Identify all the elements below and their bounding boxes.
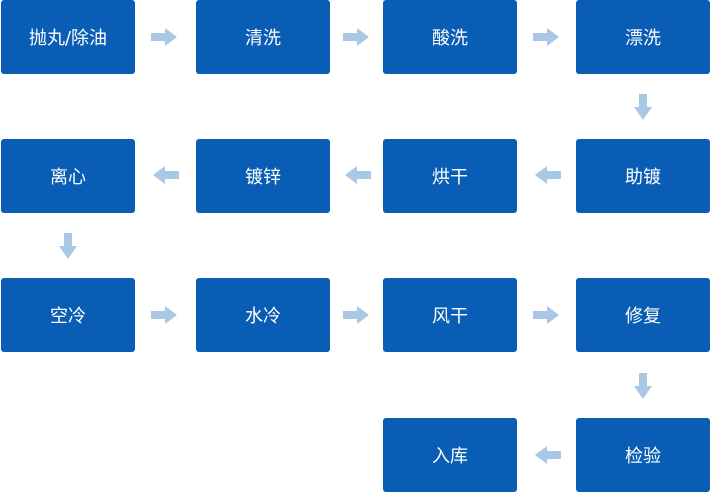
step-repair: 修复 bbox=[576, 278, 710, 352]
arrow-right-icon bbox=[151, 28, 177, 46]
step-label: 空冷 bbox=[50, 306, 86, 327]
step-cleaning: 清洗 bbox=[196, 0, 330, 74]
step-air-drying: 风干 bbox=[383, 278, 517, 352]
step-label: 镀锌 bbox=[245, 167, 281, 188]
arrow-right-icon bbox=[343, 306, 369, 324]
step-label: 助镀 bbox=[625, 167, 661, 188]
step-inspection: 检验 bbox=[576, 418, 710, 492]
arrow-right-icon bbox=[151, 306, 177, 324]
step-fluxing: 助镀 bbox=[576, 139, 710, 213]
arrow-left-icon bbox=[345, 166, 371, 184]
arrow-right-icon bbox=[533, 28, 559, 46]
arrow-left-icon bbox=[153, 166, 179, 184]
arrow-down-icon bbox=[634, 94, 652, 120]
step-label: 离心 bbox=[50, 167, 86, 188]
step-galvanizing: 镀锌 bbox=[196, 139, 330, 213]
arrow-left-icon bbox=[535, 446, 561, 464]
step-label: 烘干 bbox=[432, 167, 468, 188]
arrow-left-icon bbox=[535, 166, 561, 184]
step-centrifuge: 离心 bbox=[1, 139, 135, 213]
arrow-right-icon bbox=[343, 28, 369, 46]
step-drying: 烘干 bbox=[383, 139, 517, 213]
step-label: 水冷 bbox=[245, 306, 281, 327]
step-shot-blast-degrease: 抛丸/除油 bbox=[1, 0, 135, 74]
step-rinsing: 漂洗 bbox=[576, 0, 710, 74]
step-label: 清洗 bbox=[245, 28, 281, 49]
step-label: 抛丸/除油 bbox=[28, 28, 108, 49]
step-label: 入库 bbox=[432, 446, 468, 467]
step-label: 漂洗 bbox=[625, 28, 661, 49]
arrow-down-icon bbox=[634, 373, 652, 399]
step-label: 修复 bbox=[625, 306, 661, 327]
step-water-cooling: 水冷 bbox=[196, 278, 330, 352]
step-label: 检验 bbox=[625, 446, 661, 467]
step-warehousing: 入库 bbox=[383, 418, 517, 492]
step-pickling: 酸洗 bbox=[383, 0, 517, 74]
arrow-right-icon bbox=[533, 306, 559, 324]
step-label: 风干 bbox=[432, 306, 468, 327]
step-air-cooling: 空冷 bbox=[1, 278, 135, 352]
arrow-down-icon bbox=[59, 233, 77, 259]
step-label: 酸洗 bbox=[432, 28, 468, 49]
